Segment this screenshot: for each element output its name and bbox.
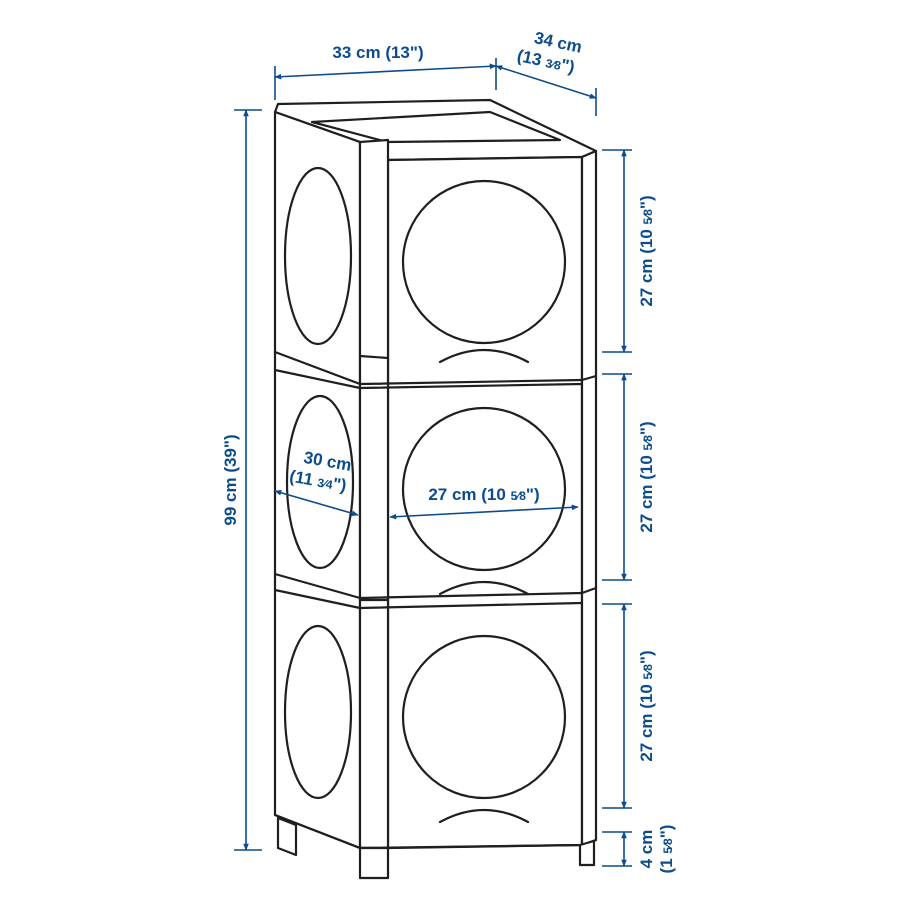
- height-label: 99 cm (39"): [221, 434, 240, 525]
- side-opening-label: 30 cm (11 3⁄4"): [288, 448, 353, 496]
- leg-label-in: (1 5⁄8"): [657, 825, 676, 874]
- front-opening-top: [401, 179, 567, 345]
- side-opening-bottom: [283, 624, 353, 800]
- width-label: 33 cm (13"): [332, 43, 423, 62]
- leg-front-right: [578, 839, 596, 867]
- front-opening-label: 27 cm (10 5⁄8"): [428, 485, 539, 504]
- compartment-middle-label: 27 cm (10 5⁄8"): [637, 421, 656, 532]
- depth-label-in: (13 3⁄8"): [515, 46, 576, 77]
- leg-label-cm: 4 cm: [637, 830, 656, 869]
- width-dimension-line: [274, 63, 497, 80]
- side-opening-dimension-line: [274, 490, 359, 516]
- side-opening-middle: [285, 394, 355, 570]
- depth-dimension-line: [495, 65, 597, 99]
- compartment-top-label: 27 cm (10 5⁄8"): [637, 195, 656, 306]
- side-opening-label-in: (11 3⁄4"): [288, 467, 348, 496]
- shelf-divider-upper: [273, 350, 598, 390]
- dimension-lines: [234, 58, 632, 867]
- shelving-unit: [273, 98, 598, 880]
- leg-front-left: [276, 816, 298, 857]
- right-post: [580, 149, 598, 847]
- side-opening-top: [283, 166, 353, 346]
- depth-label: 34 cm (13 3⁄8"): [515, 28, 583, 77]
- compartment-bottom-label: 27 cm (10 5⁄8"): [637, 650, 656, 761]
- front-opening-dimension-line: [389, 504, 579, 520]
- leg-front-center: [358, 846, 390, 880]
- leg-label: 4 cm (1 5⁄8"): [637, 825, 676, 874]
- front-opening-bottom: [401, 634, 567, 800]
- front-opening-middle: [401, 406, 567, 572]
- corner-post: [358, 138, 390, 850]
- shelf-divider-lower: [273, 572, 598, 610]
